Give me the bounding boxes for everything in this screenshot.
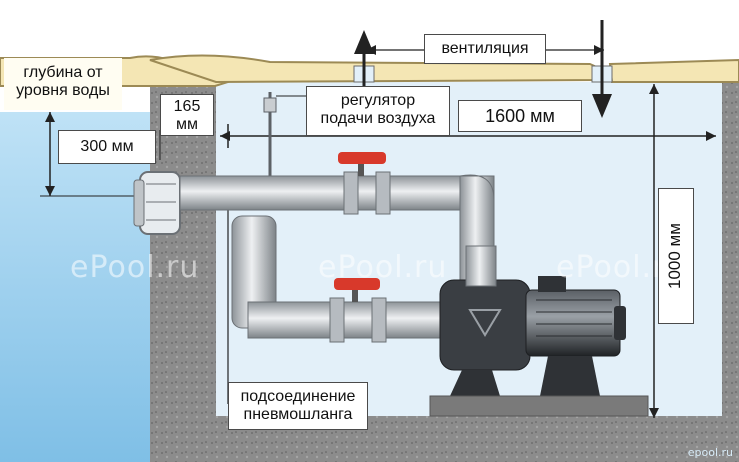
ventilation-label: вентиляция xyxy=(424,34,546,64)
corner-watermark: epool.ru xyxy=(687,446,733,459)
depth-label-line1: глубина от xyxy=(23,64,103,81)
room-height-label: 1000 мм xyxy=(658,188,694,324)
watermark: ePool.ru xyxy=(318,250,448,285)
air-regulator-line1: регулятор xyxy=(340,92,416,109)
pump-base xyxy=(429,395,649,417)
valve-handle-lower xyxy=(334,278,380,290)
valve-handle-upper xyxy=(338,152,386,164)
hose-connection-label: подсоединение пневмошланга xyxy=(228,382,368,430)
pump-housing xyxy=(439,279,531,371)
depth-label: глубина от уровня воды xyxy=(4,58,122,110)
air-regulator-label: регулятор подачи воздуха xyxy=(306,86,450,136)
air-regulator-line2: подачи воздуха xyxy=(320,110,436,127)
hose-label-line1: подсоединение xyxy=(240,388,356,405)
hose-label-line2: пневмошланга xyxy=(243,406,353,423)
upper-pipe xyxy=(179,175,481,211)
pool-water xyxy=(0,112,150,462)
room-right-wall xyxy=(722,78,739,462)
deck-right xyxy=(608,58,739,83)
lower-pipe xyxy=(247,301,469,339)
pool-wall xyxy=(150,84,216,462)
wall-thickness-unit: мм xyxy=(176,116,198,133)
depth-label-line2: уровня воды xyxy=(16,82,110,99)
watermark: ePool.ru xyxy=(70,250,200,285)
wall-thickness-value: 165 xyxy=(173,98,201,115)
depth-value-label: 300 мм xyxy=(58,130,156,164)
wall-thickness-label: 165 мм xyxy=(160,94,214,136)
room-width-label: 1600 мм xyxy=(458,100,582,132)
nozzle xyxy=(139,171,181,235)
